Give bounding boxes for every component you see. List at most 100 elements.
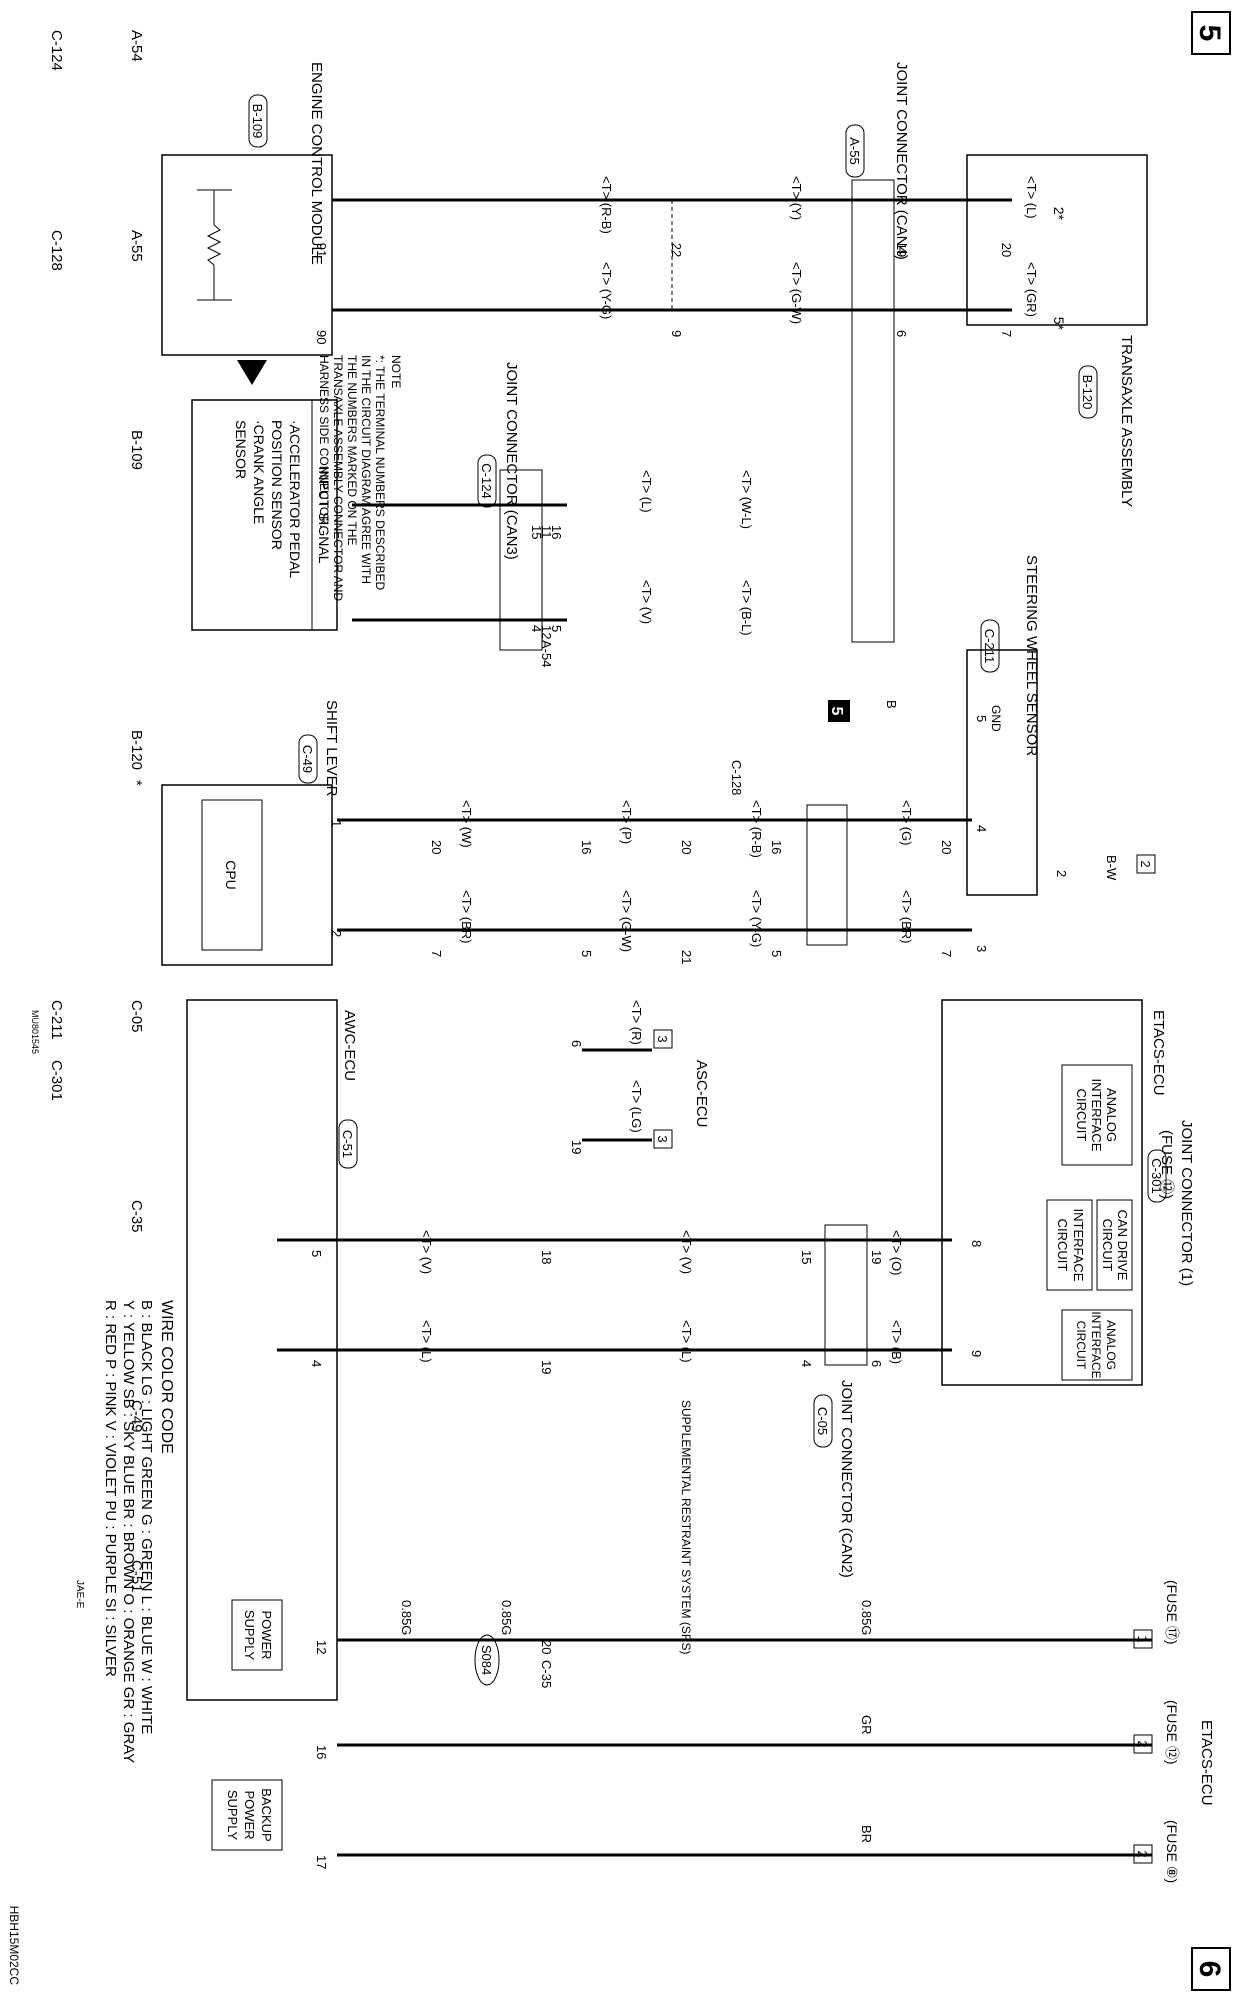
svg-text:6: 6 bbox=[569, 1040, 584, 1047]
svg-text:*: * bbox=[128, 780, 145, 786]
svg-text:A-55: A-55 bbox=[128, 230, 145, 262]
asc-ecu: ASC-ECU <T> (R) <T> (LG) 3 3 6 19 bbox=[569, 1000, 710, 1154]
svg-text:CIRCUIT: CIRCUIT bbox=[1100, 1219, 1115, 1272]
shift-lever: CPU SHIFT LEVER C-49 1 2 bbox=[161, 700, 344, 966]
svg-text:<T> (G-W): <T> (G-W) bbox=[619, 890, 634, 952]
ground-ref: 5 bbox=[828, 707, 845, 716]
engine-control-module: ENGINE CONTROL MODULE B-109 bbox=[161, 62, 333, 356]
svg-text:C-35: C-35 bbox=[539, 1660, 554, 1688]
svg-text:WIRE COLOR CODE: WIRE COLOR CODE bbox=[158, 1300, 175, 1454]
svg-text:C-301: C-301 bbox=[1149, 1158, 1164, 1193]
cpu-label: CPU bbox=[223, 860, 239, 890]
svg-text:C-124: C-124 bbox=[48, 30, 65, 71]
svg-text:·CRANK ANGLE: ·CRANK ANGLE bbox=[251, 420, 267, 524]
input-signal-box: INPUT SIGNAL ·ACCELERATOR PEDAL POSITION… bbox=[191, 360, 338, 631]
svg-text:16: 16 bbox=[579, 840, 594, 854]
transaxle-assembly: TRANSAXLE ASSEMBLY B-120 2* 5* bbox=[966, 154, 1148, 507]
svg-text:JAE-E: JAE-E bbox=[74, 1580, 85, 1609]
svg-text:TRANSAXLE ASSEMBLY: TRANSAXLE ASSEMBLY bbox=[1118, 335, 1135, 507]
svg-text:<T> (W): <T> (W) bbox=[459, 800, 474, 848]
svg-text:5: 5 bbox=[309, 1250, 324, 1257]
svg-text:Y : YELLOW SB : SKY BLUE B: Y : YELLOW SB : SKY BLUE BR : BROWN O : … bbox=[120, 1300, 137, 1763]
svg-text:5*: 5* bbox=[1051, 317, 1067, 331]
svg-text:<T> (P): <T> (P) bbox=[619, 800, 634, 844]
svg-text:·ACCELERATOR PEDAL: ·ACCELERATOR PEDAL bbox=[287, 420, 303, 578]
svg-text:4: 4 bbox=[309, 1360, 324, 1367]
can4-wires bbox=[332, 198, 1012, 312]
svg-text:4: 4 bbox=[974, 825, 989, 832]
svg-text:JOINT CONNECTOR (CAN3): JOINT CONNECTOR (CAN3) bbox=[503, 362, 520, 560]
wire-color-code: WIRE COLOR CODE B : BLACK LG : LIGHT GRE… bbox=[102, 1300, 175, 1763]
svg-text:3: 3 bbox=[655, 1035, 670, 1042]
srs-block: SUPPLEMENTAL RESTRAINT SYSTEM (SRS) bbox=[679, 1400, 693, 1655]
svg-text:<T> (V): <T> (V) bbox=[679, 1230, 694, 1274]
svg-text:1: 1 bbox=[329, 820, 344, 827]
svg-text:C-128: C-128 bbox=[729, 760, 744, 795]
svg-text:0.85G: 0.85G bbox=[399, 1600, 414, 1635]
joint-connector-can4: JOINT CONNECTOR (CAN4) A-55 bbox=[845, 62, 910, 643]
svg-text:C-35: C-35 bbox=[128, 1200, 145, 1233]
svg-text:POSITION SENSOR: POSITION SENSOR bbox=[269, 420, 285, 550]
pin-label: 6 bbox=[894, 330, 909, 337]
pin-label: 90 bbox=[314, 330, 329, 344]
svg-text:C-211: C-211 bbox=[982, 629, 997, 663]
svg-text:20: 20 bbox=[939, 840, 954, 854]
svg-text:20: 20 bbox=[679, 840, 694, 854]
pin-label: 20 bbox=[999, 243, 1014, 257]
wire-label: <T> (V) bbox=[639, 580, 654, 624]
svg-text:7: 7 bbox=[429, 950, 444, 957]
svg-text:11: 11 bbox=[539, 525, 554, 539]
svg-text:B : BLACK LG : LIGHT GREEN: B : BLACK LG : LIGHT GREEN G : GREEN L :… bbox=[138, 1300, 155, 1734]
svg-text:(FUSE ⑫): (FUSE ⑫) bbox=[1164, 1700, 1180, 1765]
svg-text:15: 15 bbox=[799, 1250, 814, 1264]
svg-text:INTERFACE: INTERFACE bbox=[1089, 1079, 1104, 1152]
svg-text:2: 2 bbox=[329, 930, 344, 937]
svg-text:ETACS-ECU: ETACS-ECU bbox=[1198, 1720, 1215, 1806]
svg-text:0.85G: 0.85G bbox=[499, 1600, 514, 1635]
svg-text:12: 12 bbox=[314, 1640, 329, 1654]
svg-text:SUPPLEMENTAL RESTRAINT SYSTEM: SUPPLEMENTAL RESTRAINT SYSTEM (SRS) bbox=[679, 1400, 693, 1655]
svg-text:18: 18 bbox=[539, 1250, 554, 1264]
svg-text:5: 5 bbox=[1193, 25, 1226, 42]
svg-text:21: 21 bbox=[679, 950, 694, 964]
svg-text:B-109: B-109 bbox=[128, 430, 145, 470]
svg-text:4: 4 bbox=[529, 625, 544, 632]
svg-text:A-55: A-55 bbox=[847, 137, 862, 164]
svg-text:THE NUMBERS MARKED ON THE: THE NUMBERS MARKED ON THE bbox=[345, 355, 359, 545]
svg-text:SENSOR: SENSOR bbox=[233, 420, 249, 479]
svg-text:MU801545: MU801545 bbox=[30, 1010, 40, 1054]
svg-text:C-128: C-128 bbox=[48, 230, 65, 271]
svg-text:CIRCUIT: CIRCUIT bbox=[1074, 1089, 1089, 1142]
svg-text:2: 2 bbox=[1135, 1850, 1150, 1857]
svg-text:INPUT SIGNAL: INPUT SIGNAL bbox=[316, 467, 332, 564]
svg-text:POWER: POWER bbox=[242, 1790, 257, 1839]
svg-text:CIRCUIT: CIRCUIT bbox=[1055, 1219, 1070, 1272]
svg-text:16: 16 bbox=[549, 525, 564, 539]
can3-lower-wires: <T> (G) <T> (BR) <T> (R-B) <T> (Y-G) <T>… bbox=[337, 760, 972, 964]
svg-text:B-120: B-120 bbox=[1080, 375, 1095, 410]
wire-label: <T> (Y-G) bbox=[599, 262, 614, 319]
svg-text:C-51: C-51 bbox=[340, 1130, 355, 1158]
svg-text:*: THE TERMINAL NUMBERS DESCRI: *: THE TERMINAL NUMBERS DESCRIBED bbox=[373, 355, 387, 590]
svg-text:2: 2 bbox=[1138, 860, 1153, 867]
svg-text:A-54: A-54 bbox=[128, 30, 145, 62]
svg-text:2: 2 bbox=[1135, 1740, 1150, 1747]
wire-label: <T> (L) bbox=[639, 470, 654, 513]
svg-text:9: 9 bbox=[969, 1350, 984, 1357]
svg-text:HARNESS SIDE CONNECTOR.: HARNESS SIDE CONNECTOR. bbox=[317, 355, 331, 528]
pin-label: 91 bbox=[314, 243, 329, 257]
svg-text:BACKUP: BACKUP bbox=[259, 1788, 274, 1841]
svg-text:16: 16 bbox=[314, 1745, 329, 1759]
connector-refs: A-54 C-124 A-55 C-128 B-109 B-120 C-05 C… bbox=[30, 30, 145, 1609]
svg-text:0.85G: 0.85G bbox=[859, 1600, 874, 1635]
svg-text:C-211: C-211 bbox=[48, 1000, 65, 1040]
svg-text:1: 1 bbox=[1135, 1635, 1150, 1642]
svg-text:(FUSE ⑧): (FUSE ⑧) bbox=[1164, 1820, 1180, 1883]
svg-text:17: 17 bbox=[314, 1855, 329, 1869]
svg-text:5: 5 bbox=[769, 950, 784, 957]
svg-text:<T> (R): <T> (R) bbox=[629, 1000, 644, 1045]
svg-text:C-51: C-51 bbox=[128, 1560, 145, 1593]
svg-text:5: 5 bbox=[549, 625, 564, 632]
pin-label: 22 bbox=[669, 243, 684, 257]
